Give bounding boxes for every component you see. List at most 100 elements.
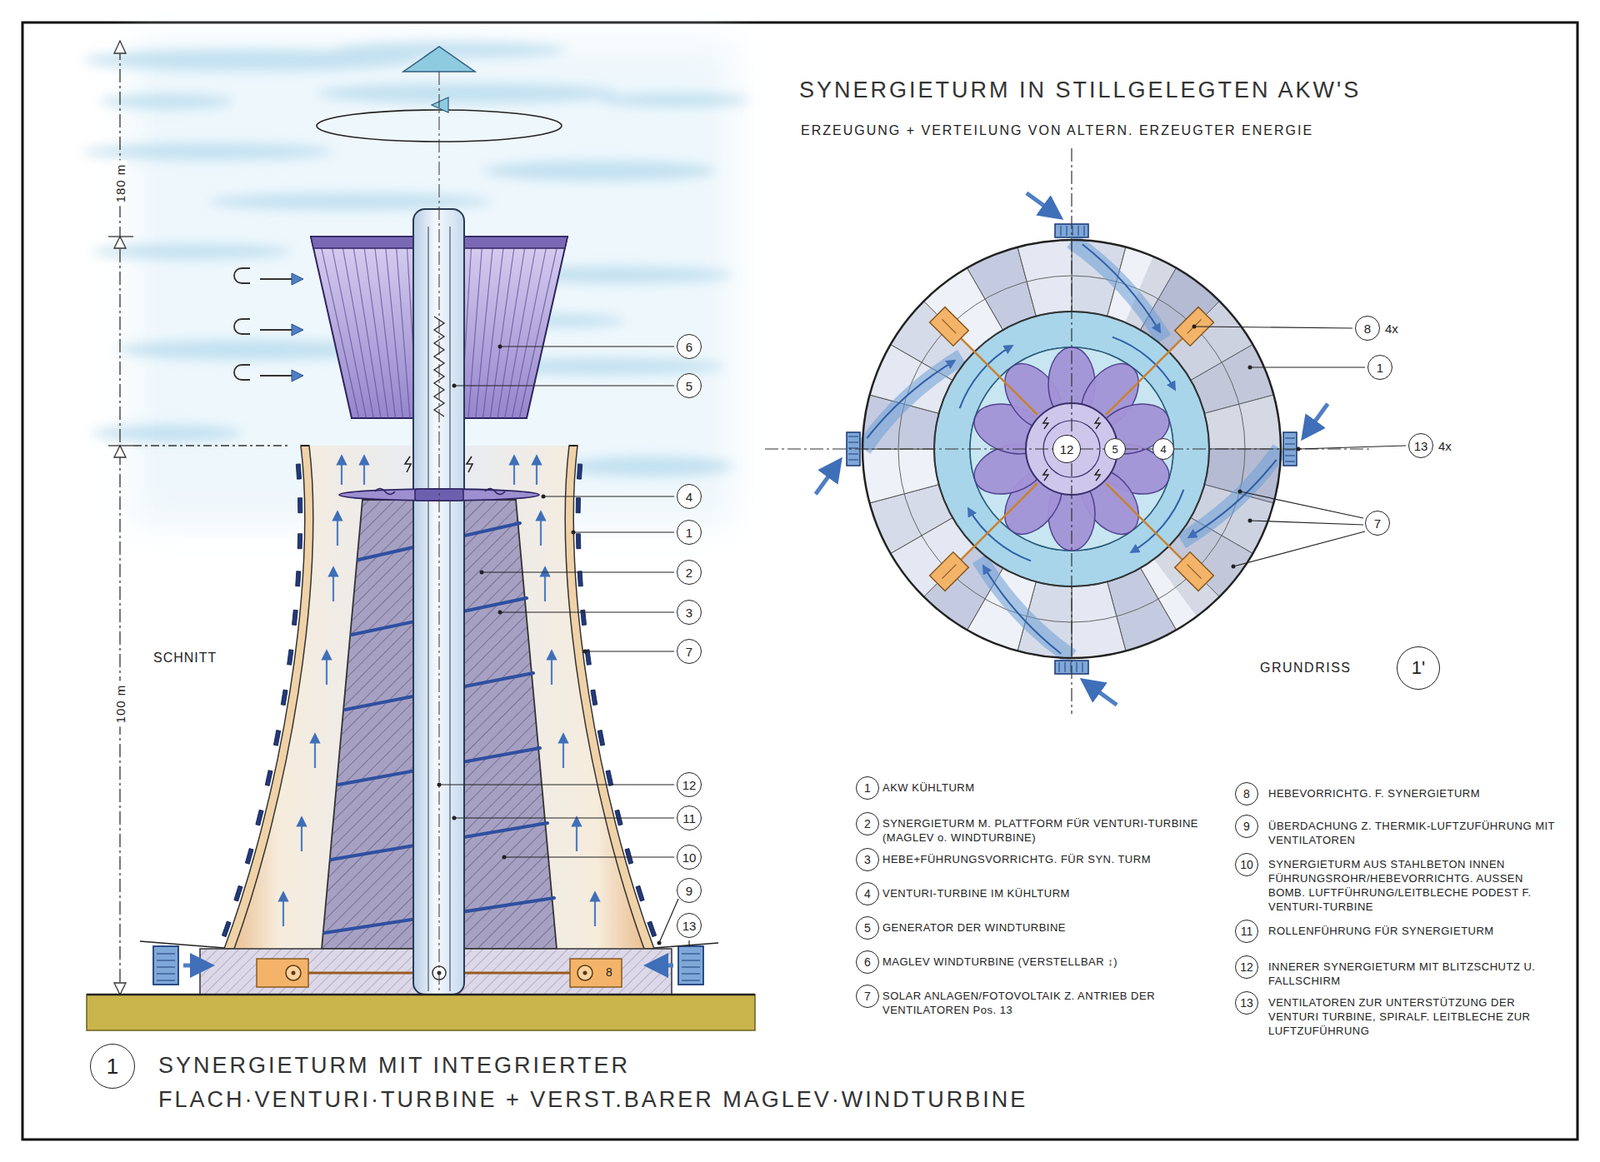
frame [22,22,1578,1140]
leader-line [659,899,679,944]
label-box: 4x [1385,321,1399,336]
lifting-device [1175,552,1215,592]
solar-panel [297,498,302,514]
callout-circle: 1 [676,520,702,545]
legend-text: HEBE+FÜHRUNGSVORRICHTG. FÜR SYN. TURM [882,853,1151,866]
legend-item: ÜBERDACHUNG Z. THERMIK-LUFTZUFÜHRUNG MIT… [1268,819,1562,848]
center-axis [439,71,440,995]
fan-unit [156,974,175,975]
callout-circle: 9 [676,878,702,904]
air-flow-arrow [340,456,343,485]
fan-unit [1072,225,1074,236]
wind-turbine [321,248,360,419]
leader-line [1233,531,1365,567]
venturi-turbine [375,489,505,495]
solar-panel [576,464,582,480]
fan-arrow [815,461,840,495]
solar-panel [597,730,605,747]
solar-panel [291,610,298,625]
sky [600,93,750,107]
solar-panel [647,921,657,938]
plan-axis [765,148,1373,715]
callout-number: 1 [1376,361,1384,375]
solar-panel [575,498,580,514]
dimension-label: 100 m [113,685,128,725]
fan-unit [183,964,210,969]
dimension-line [114,236,126,249]
lightning-symbol [1043,417,1049,430]
lifting-device [1187,565,1202,580]
lift-link [1105,337,1184,415]
air-flow-arrow [544,568,546,602]
wind-turbine [490,248,515,419]
lift-link [960,483,1038,561]
label-text: SCHNITT [153,650,217,665]
callout-number: 2 [864,818,871,830]
caption-block: SYNERGIETURM MIT INTEGRIERTER FLACH·VENT… [158,1049,1109,1118]
fan-unit [1285,461,1295,463]
fan-unit [1076,662,1078,673]
base-structure [577,965,593,981]
leader-dot [1192,325,1197,330]
solar-panel [605,770,614,787]
callout-circle: 4 [1152,438,1175,460]
leader-dot [583,650,588,655]
callout-number: 12 [682,779,697,792]
title-block: SYNERGIETURM IN STILLGELEGTEN AKW'S [799,77,1361,104]
air-flow-arrow [336,512,339,546]
base-structure [256,959,309,988]
lifting-device [1175,552,1215,592]
callout-circle: 11 [676,805,702,831]
air-flow-arrow [282,893,285,927]
callout-circle: 7 [1365,510,1390,536]
leader-line [1250,366,1365,368]
callout-number: 12 [1240,961,1254,974]
leader-line [504,856,675,858]
callout-circle: 6 [855,950,880,975]
callout-circle: 5 [855,916,880,940]
legend-item: VENTILATOREN ZUR UNTERSTÜTZUNG DER VENTU… [1268,995,1562,1039]
callout-circle: 13 [1408,433,1434,459]
fan-arrow [1304,404,1329,438]
fan-unit [156,954,175,955]
sky [483,160,717,181]
fan-unit [1285,455,1295,457]
fan-arrow [1026,193,1060,218]
wind-arrows [291,324,304,336]
callout-circle: 3 [855,848,880,872]
callout-circle: 4 [855,882,880,906]
callout-number: 10 [682,851,697,865]
air-flow-arrow [575,818,578,852]
fan-unit [648,964,674,969]
wind-arrows [234,319,250,335]
mast [428,226,430,992]
callout-number: 4 [1160,444,1166,455]
callout-number: 7 [685,645,693,659]
solar-panel [297,534,302,550]
plan-axis [1070,148,1072,715]
legend-item: SYNERGIETURM AUS STAHLBETON INNEN FÜHRUN… [1268,857,1562,915]
base-structure [291,971,296,976]
legend-item: SYNERGIETURM M. PLATTFORM FÜR VENTURI-TU… [882,816,1225,845]
leader-line [688,940,690,947]
callout-circle: 7 [676,639,702,665]
callout-number: 4 [685,490,693,504]
leader-dot [541,495,546,500]
air-flow-arrow [562,735,565,769]
dimension-line [108,445,134,446]
callout-number: 9 [1243,820,1250,833]
label-box: 100 m [113,681,128,728]
wind-arrows [234,268,292,380]
leader-dot [498,345,503,350]
callout-number: 3 [864,854,871,866]
lift-link [960,337,1038,415]
callout-number: 6 [864,956,871,969]
callout-number: 13 [1414,440,1429,453]
fan-unit [848,454,859,455]
dimension-line [114,983,126,995]
air-flow-arrow [325,651,328,685]
legend-text: SOLAR ANLAGEN/FOTOVOLTAIK Z. ANTRIEB DER… [882,990,1155,1017]
solar-panel [575,534,580,550]
dimension-label: 180 m [113,164,128,204]
